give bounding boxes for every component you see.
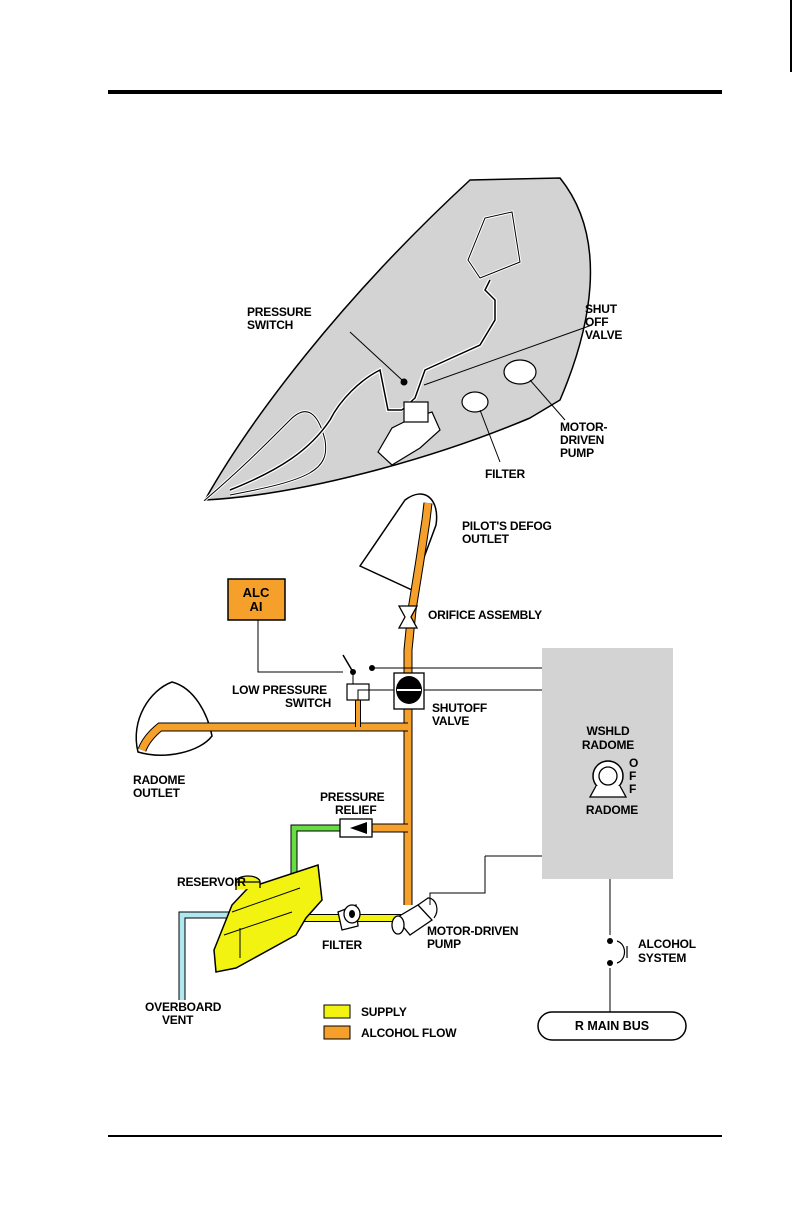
- legend: SUPPLY ALCOHOL FLOW: [324, 1005, 457, 1040]
- label-pump-2: PUMP: [427, 937, 461, 951]
- label-defog-outlet-1: PILOT'S DEFOG: [462, 519, 552, 533]
- low-pressure-switch: [343, 655, 375, 700]
- filter: [338, 905, 360, 930]
- legend-alcohol-flow-swatch: [324, 1026, 350, 1039]
- label-alcohol-system-1: ALCOHOL: [638, 937, 696, 951]
- label-pressure-relief-1: PRESSURE: [320, 790, 385, 804]
- label-shutoff-valve-1: SHUTOFF: [432, 701, 487, 715]
- label-wshld-radome: RADOME: [582, 738, 634, 752]
- r-main-bus-label: R MAIN BUS: [575, 1019, 649, 1033]
- legend-alcohol-flow-label: ALCOHOL FLOW: [361, 1026, 457, 1040]
- legend-supply-label: SUPPLY: [361, 1005, 407, 1019]
- label-overboard-vent-2: VENT: [162, 1013, 194, 1027]
- nose-section-view: PRESSURE SWITCH SHUT OFF VALVE MOTOR- DR…: [205, 178, 622, 500]
- alc-ai-line-1: ALC: [243, 585, 270, 600]
- filter-top-view: [462, 392, 488, 412]
- pump-top-view: [504, 360, 536, 384]
- label-low-pressure-switch-2: SWITCH: [285, 696, 331, 710]
- alc-ai-line-2: AI: [250, 599, 263, 614]
- valve-block-top-view: [404, 402, 428, 422]
- label-off-f2: F: [629, 782, 636, 796]
- label-pressure-switch-1: PRESSURE: [247, 305, 312, 319]
- label-top-pump-3: PUMP: [560, 446, 594, 460]
- label-orifice-assembly: ORIFICE ASSEMBLY: [428, 608, 542, 622]
- label-radome-outlet-1: RADOME: [133, 773, 185, 787]
- label-pressure-relief-2: RELIEF: [335, 803, 376, 817]
- label-shut-off-valve-2: OFF: [585, 315, 608, 329]
- label-low-pressure-switch-1: LOW PRESSURE: [232, 683, 327, 697]
- label-shut-off-valve-3: VALVE: [585, 328, 622, 342]
- legend-supply-swatch: [324, 1005, 350, 1018]
- label-shutoff-valve-2: VALVE: [432, 714, 469, 728]
- label-filter: FILTER: [322, 938, 362, 952]
- shutoff-valve: [394, 673, 424, 709]
- label-wshld: WSHLD: [587, 724, 631, 738]
- label-reservoir: RESERVOIR: [177, 875, 246, 889]
- label-radome-outlet-2: OUTLET: [133, 786, 181, 800]
- label-pressure-switch-2: SWITCH: [247, 318, 293, 332]
- label-top-pump-1: MOTOR-: [560, 420, 607, 434]
- schematic: ALC AI R MAIN BUS: [133, 494, 696, 1040]
- label-off-f1: F: [629, 769, 636, 783]
- label-top-pump-2: DRIVEN: [560, 433, 604, 447]
- alcohol-system-breaker: [607, 938, 627, 966]
- pressure-relief-valve: [340, 819, 372, 837]
- label-shut-off-valve-1: SHUT: [585, 302, 618, 316]
- label-off-o: O: [629, 756, 638, 770]
- label-pump-1: MOTOR-DRIVEN: [427, 924, 518, 938]
- label-defog-outlet-2: OUTLET: [462, 532, 510, 546]
- label-top-filter: FILTER: [485, 467, 525, 481]
- pressure-switch-dot: [401, 379, 408, 386]
- label-overboard-vent-1: OVERBOARD: [145, 1000, 222, 1014]
- label-alcohol-system-2: SYSTEM: [638, 951, 686, 965]
- label-radome-position: RADOME: [586, 803, 638, 817]
